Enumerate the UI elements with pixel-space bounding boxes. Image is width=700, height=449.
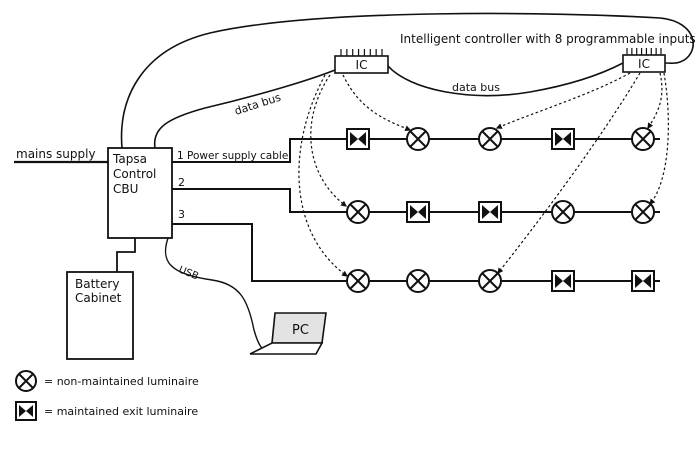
signal-link <box>497 72 641 274</box>
non-maintained-luminaire <box>551 200 575 224</box>
signal-link <box>298 74 348 277</box>
maintained-exit-luminaire <box>551 270 575 292</box>
data-bus-left <box>153 69 336 149</box>
signal-link <box>495 72 631 129</box>
mains-supply-label: mains supply <box>16 147 96 161</box>
non-maintained-luminaire <box>406 269 430 293</box>
maintained-exit-luminaire <box>631 270 655 292</box>
usb-label: USB <box>177 265 200 283</box>
non-maintained-luminaire <box>346 269 370 293</box>
legend-non-maintained-symbol <box>15 370 37 392</box>
cbu-label-1: Tapsa <box>112 152 147 166</box>
ic-left-label: IC <box>356 58 368 72</box>
usb-cable <box>164 237 271 353</box>
circuit-2-cable <box>172 188 660 213</box>
luminaires <box>346 127 655 293</box>
non-maintained-luminaire <box>478 269 502 293</box>
battery-label-2: Cabinet <box>75 291 122 305</box>
legend-non-maintained-label: = non-maintained luminaire <box>44 375 199 388</box>
battery-label-1: Battery <box>75 277 119 291</box>
battery-cabinet-box <box>66 271 134 360</box>
circuit-1-cable <box>172 138 660 163</box>
legend: = non-maintained luminaire = maintained … <box>15 370 199 421</box>
maintained-exit-luminaire <box>551 128 575 150</box>
maintained-exit-luminaire <box>346 128 370 150</box>
cbu-label-2: Control <box>113 167 156 181</box>
ic-left: IC <box>334 49 389 74</box>
controller-title: Intelligent controller with 8 programmab… <box>400 32 696 46</box>
circuit-1-label: 1 Power supply cable <box>177 150 288 162</box>
non-maintained-luminaire <box>478 127 502 151</box>
non-maintained-luminaire <box>631 127 655 151</box>
maintained-exit-luminaire <box>478 201 502 223</box>
signal-links <box>298 72 669 277</box>
maintained-exit-luminaire <box>406 201 430 223</box>
non-maintained-luminaire <box>346 200 370 224</box>
legend-maintained-label: = maintained exit luminaire <box>44 405 198 418</box>
signal-link <box>342 74 412 132</box>
battery-connection <box>116 238 136 272</box>
data-bus-right-label: data bus <box>452 81 500 94</box>
pc-laptop: PC <box>249 312 327 355</box>
circuit-2-label: 2 <box>178 176 185 189</box>
ic-right-label: IC <box>638 57 650 71</box>
circuit-3-cable <box>172 223 660 282</box>
ic-right: IC <box>622 48 666 73</box>
non-maintained-luminaire <box>631 200 655 224</box>
pc-label: PC <box>292 323 309 338</box>
controller-bus-loop <box>120 12 694 149</box>
legend-maintained-symbol <box>15 401 37 421</box>
control-cbu-box <box>107 147 173 239</box>
data-bus-right <box>387 62 624 97</box>
signal-link <box>649 72 669 205</box>
signal-link <box>647 72 663 129</box>
non-maintained-luminaire <box>406 127 430 151</box>
circuit-3-label: 3 <box>178 208 185 221</box>
cbu-label-3: CBU <box>113 182 138 196</box>
